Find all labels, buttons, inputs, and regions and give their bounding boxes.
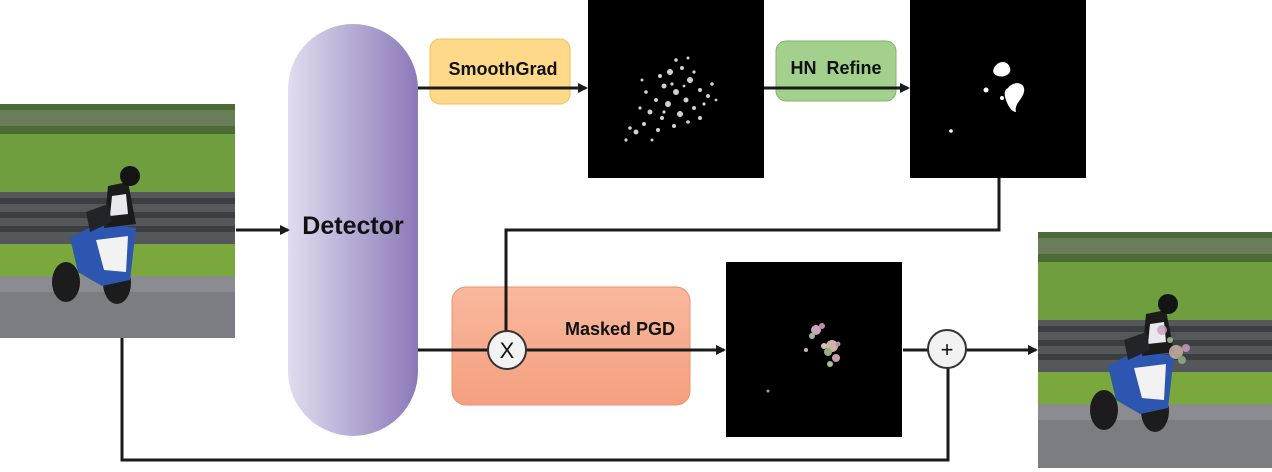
output-image [1038,232,1272,468]
add-node [927,329,967,369]
hn-refine-box [775,40,897,102]
saliency-map-image [588,0,764,178]
refined-mask-image [910,0,1086,178]
perturbation-image [726,262,902,437]
hn-refine-label: HN Refine [790,58,881,78]
skip-connection-line [120,338,950,462]
multiply-node [487,330,527,370]
masked-pgd-label: Masked PGD [565,319,675,339]
input-image [0,104,235,338]
masked-pgd-box [451,286,691,406]
add-symbol: + [941,337,954,362]
smoothgrad-label: SmoothGrad [448,59,557,79]
multiply-symbol: X [500,338,515,363]
detector-block [288,24,418,436]
mask-feedback-line [504,178,1001,334]
detector-label: Detector [302,212,404,240]
